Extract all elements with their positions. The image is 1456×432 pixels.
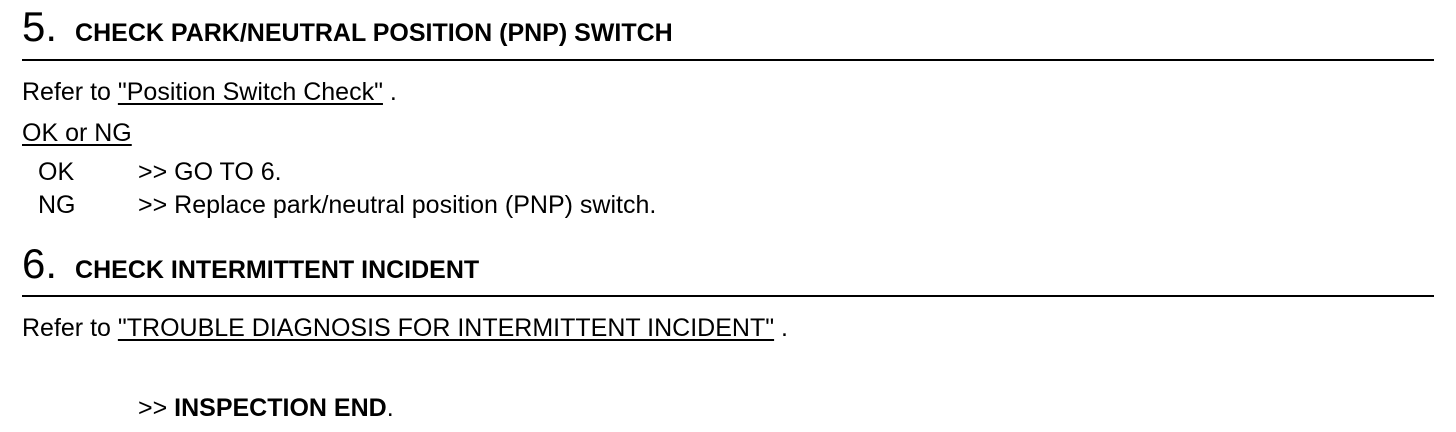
inspection-end-suffix: . [386, 394, 394, 422]
step-6-refer-line: Refer to "TROUBLE DIAGNOSIS FOR INTERMIT… [22, 316, 788, 341]
step-6-number-dot: . [45, 240, 58, 287]
position-switch-check-link[interactable]: "Position Switch Check" [117, 78, 383, 106]
step-5-heading: 5. CHECK PARK/NEUTRAL POSITION (PNP) SWI… [22, 6, 673, 48]
step-6-number: 6 [22, 240, 46, 287]
step-5-refer-suffix: . [382, 78, 397, 106]
step-6-refer-suffix: . [774, 314, 788, 342]
step-6-title: CHECK INTERMITTENT INCIDENT [75, 256, 480, 284]
step-6-heading: 6. CHECK INTERMITTENT INCIDENT [22, 243, 479, 285]
inspection-end-label: INSPECTION END [174, 394, 387, 422]
inspection-end-line: >> INSPECTION END. [138, 396, 394, 421]
step-5-refer-prefix: Refer to [22, 78, 118, 106]
step-5-divider [22, 59, 1434, 61]
result-heading: OK or NG [22, 119, 132, 147]
trouble-diagnosis-intermittent-incident-link[interactable]: "TROUBLE DIAGNOSIS FOR INTERMITTENT INCI… [117, 314, 775, 342]
inspection-end-prefix: >> [138, 394, 175, 422]
result-ng-action: >> Replace park/neutral position (PNP) s… [138, 191, 657, 219]
step-5-title: CHECK PARK/NEUTRAL POSITION (PNP) SWITCH [75, 19, 673, 47]
result-ok-label: OK [38, 158, 75, 186]
step-5-refer-line: Refer to "Position Switch Check" . [22, 80, 397, 105]
step-6-refer-prefix: Refer to [22, 314, 118, 342]
step-6-divider [22, 295, 1434, 297]
step-5-number: 5 [22, 3, 46, 50]
step-5-number-dot: . [45, 3, 58, 50]
result-ng-label: NG [38, 191, 76, 219]
result-ok-action: >> GO TO 6. [138, 158, 282, 186]
